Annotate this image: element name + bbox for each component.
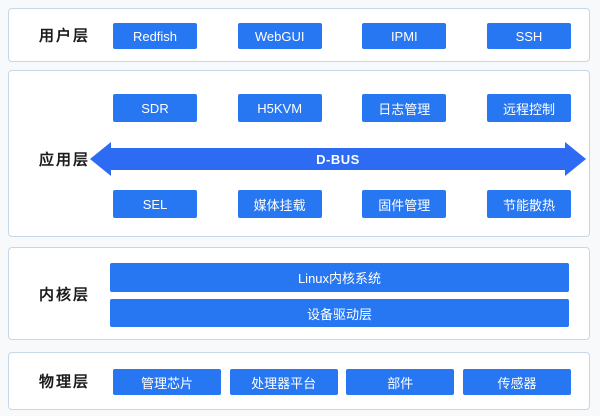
block-linux-kernel: Linux内核系统 xyxy=(110,263,569,292)
physical-layer-label: 物理层 xyxy=(39,373,91,391)
block-sel: SEL xyxy=(113,190,197,218)
block-ipmi: IPMI xyxy=(362,23,447,49)
dbus-double-arrow: D-BUS xyxy=(90,142,586,176)
application-layer-bottom-blocks: SEL 媒体挂载 固件管理 节能散热 xyxy=(113,190,571,218)
arrow-left-head-icon xyxy=(90,142,111,176)
block-redfish: Redfish xyxy=(113,23,197,49)
application-layer-top-blocks: SDR H5KVM 日志管理 远程控制 xyxy=(113,94,571,122)
physical-layer-blocks: 管理芯片 处理器平台 部件 传感器 xyxy=(113,369,571,395)
block-processor-platform: 处理器平台 xyxy=(229,369,338,395)
application-layer-label: 应用层 xyxy=(39,151,91,169)
arrow-right-head-icon xyxy=(565,142,586,176)
arrow-body xyxy=(111,148,565,170)
application-layer-section: 应用层 SDR H5KVM 日志管理 远程控制 D-BUS SEL 媒体挂载 固… xyxy=(8,70,590,237)
physical-layer-section: 物理层 管理芯片 处理器平台 部件 传感器 xyxy=(8,352,590,410)
block-management-chip: 管理芯片 xyxy=(113,369,221,395)
kernel-layer-section: 内核层 Linux内核系统 设备驱动层 xyxy=(8,247,590,340)
block-media-mount: 媒体挂载 xyxy=(237,190,322,218)
user-layer-label: 用户层 xyxy=(39,27,91,45)
block-sensors: 传感器 xyxy=(462,369,571,395)
block-ssh: SSH xyxy=(486,23,571,49)
block-h5kvm: H5KVM xyxy=(237,94,322,122)
kernel-layer-label: 内核层 xyxy=(39,286,91,303)
user-layer-section: 用户层 Redfish WebGUI IPMI SSH xyxy=(8,8,590,62)
block-power-thermal: 节能散热 xyxy=(486,190,571,218)
block-device-driver: 设备驱动层 xyxy=(110,299,569,327)
block-sdr: SDR xyxy=(113,94,197,122)
block-log-management: 日志管理 xyxy=(362,94,447,122)
block-webgui: WebGUI xyxy=(237,23,322,49)
block-firmware-management: 固件管理 xyxy=(362,190,447,218)
block-remote-control: 远程控制 xyxy=(486,94,571,122)
dbus-label: D-BUS xyxy=(316,151,360,167)
user-layer-blocks: Redfish WebGUI IPMI SSH xyxy=(113,23,571,49)
block-components: 部件 xyxy=(346,369,455,395)
